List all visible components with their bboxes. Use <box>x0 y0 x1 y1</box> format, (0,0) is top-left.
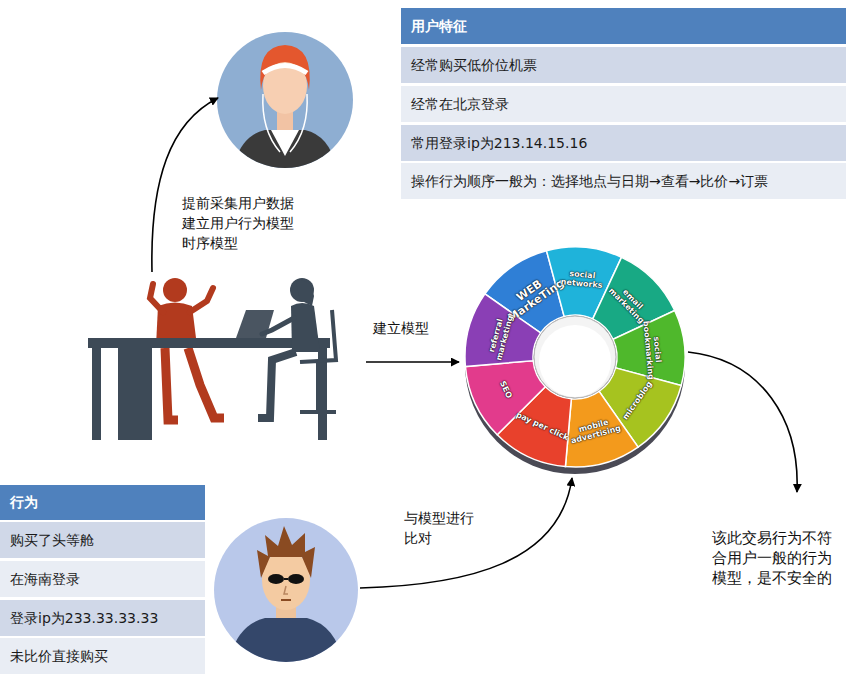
traveller-avatar <box>214 518 358 668</box>
table-row: 在海南登录 <box>0 561 205 597</box>
user-avatar-part-part <box>232 130 338 175</box>
table-row: 登录ip为233.33.33.33 <box>0 600 205 636</box>
user-avatar-part <box>217 32 353 168</box>
traveller-avatar-part-part <box>284 586 288 594</box>
user-avatar-part-part <box>271 130 299 156</box>
table-cell-text: 经常购买低价位机票 <box>401 47 537 83</box>
office-scene-part <box>150 284 163 312</box>
annotation-text: 建立模型 <box>373 318 429 338</box>
table-cell-text: 在海南登录 <box>0 561 80 597</box>
office-scene <box>88 278 336 440</box>
office-scene-part <box>163 278 187 302</box>
donut-hole-shade <box>539 325 611 397</box>
flow-arrows-part <box>688 352 797 492</box>
table-row: 未比价直接购买 <box>0 638 205 674</box>
office-scene-part <box>262 318 294 334</box>
traveller-avatar-part-part <box>228 618 344 668</box>
table-panel: 用户特征经常购买低价位机票经常在北京登录常用登录ip为213.14.15.16操… <box>401 8 846 199</box>
marketing-donut: WEB MarkeTingsocial networksemail market… <box>463 245 687 469</box>
annotation-text: 与模型进行比对 <box>404 508 478 548</box>
traveller-avatar-part-part <box>268 574 284 584</box>
donut-hole <box>534 316 616 398</box>
traveller-avatar-part-part <box>284 578 288 580</box>
office-scene-part <box>92 348 101 440</box>
table-cell-text: 未比价直接购买 <box>0 638 108 674</box>
table-panel: 行为购买了头等舱在海南登录登录ip为233.33.33.33未比价直接购买 <box>0 485 205 674</box>
table-row: 经常购买低价位机票 <box>401 47 846 83</box>
office-scene-part <box>190 288 213 312</box>
traveller-avatar-part-part <box>257 526 315 578</box>
user-avatar-part-part <box>263 94 280 152</box>
flow-arrows-part <box>366 361 459 363</box>
table-cell-text: 操作行为顺序一般为：选择地点与日期→查看→比价→订票 <box>401 163 768 199</box>
table-row: 经常在北京登录 <box>401 86 846 122</box>
user-avatar-part <box>232 45 338 175</box>
annotation-text: 该此交易行为不符 合用户一般的行为 模型，是不安全的 <box>712 528 837 588</box>
table-cell-text: 经常在北京登录 <box>401 86 509 122</box>
office-scene-part <box>118 348 152 440</box>
table-row: 操作行为顺序一般为：选择地点与日期→查看→比价→订票 <box>401 163 846 199</box>
office-scene-part <box>291 303 320 352</box>
table-row: 购买了头等舱 <box>0 522 205 558</box>
table-cell-text: 购买了头等舱 <box>0 522 94 558</box>
office-scene-part <box>258 352 296 418</box>
office-scene-part <box>188 348 224 418</box>
table-row: 常用登录ip为213.14.15.16 <box>401 125 846 161</box>
office-scene-part <box>165 348 178 420</box>
office-scene-part <box>300 310 336 412</box>
table-cell-text: 登录ip为233.33.33.33 <box>0 600 158 636</box>
traveller-avatar-part-part <box>288 574 304 584</box>
table-header: 行为 <box>0 485 205 520</box>
user-avatar-part-part <box>260 45 309 90</box>
traveller-avatar-part <box>228 526 344 668</box>
traveller-avatar-part-part <box>262 550 310 610</box>
table-header: 用户特征 <box>401 8 846 44</box>
user-avatar-part-part <box>290 94 307 152</box>
annotation-text: 提前采集用户数据 建立用户行为模型 时序模型 <box>182 193 298 253</box>
user-avatar-part-part <box>263 66 307 74</box>
user-avatar <box>217 32 353 175</box>
office-scene-part <box>296 281 314 306</box>
traveller-avatar-part-part <box>281 599 291 601</box>
table-cell-text: 常用登录ip为213.14.15.16 <box>401 125 587 161</box>
flow-arrows-part <box>360 478 572 588</box>
